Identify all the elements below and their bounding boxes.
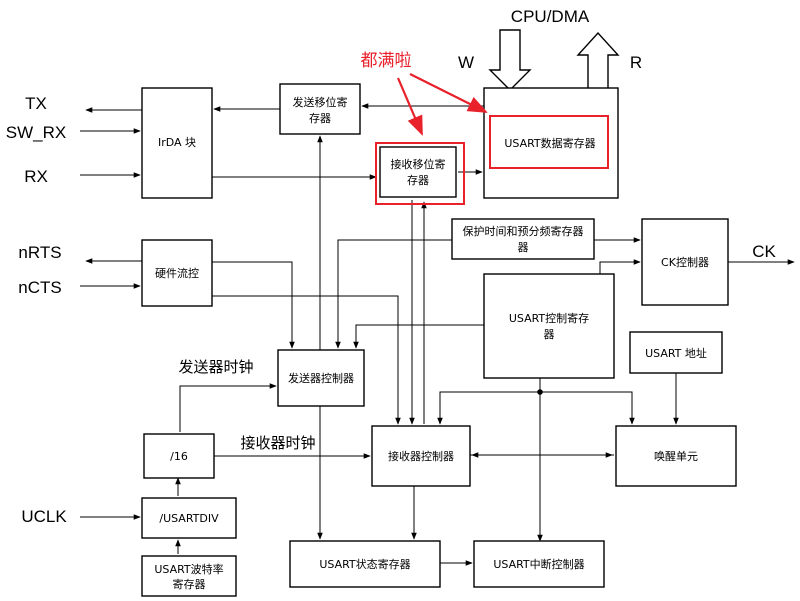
tx-shift-label-1: 发送移位寄	[293, 95, 348, 109]
tx-controller-label: 发送器控制器	[288, 371, 354, 385]
rx-clock-label: 接收器时钟	[240, 434, 315, 452]
ck-label: CK	[752, 242, 776, 261]
cpu-dma-label: CPU/DMA	[511, 7, 590, 26]
ck-controller: CK控制器	[641, 218, 729, 306]
wakeup-label: 唤醒单元	[654, 449, 698, 463]
nrts-label: nRTS	[18, 243, 61, 262]
status-register-label: USART状态寄存器	[319, 557, 410, 571]
data-register-label: USART数据寄存器	[504, 136, 595, 150]
ctrl-reg-label-1: USART控制寄存	[509, 311, 589, 325]
usart-status-register: USART状态寄存器	[289, 540, 441, 588]
usart-interrupt-controller: USART中断控制器	[473, 540, 605, 588]
rx-controller-label: 接收器控制器	[388, 449, 454, 463]
usart-control-register: USART控制寄存 器	[483, 273, 615, 379]
irq-controller-label: USART中断控制器	[493, 557, 584, 571]
hw-flow-label: 硬件流控	[155, 266, 199, 280]
full-annotation-label: 都满啦	[361, 51, 412, 71]
write-label: W	[458, 53, 474, 72]
irda-block: IrDA 块	[141, 87, 213, 199]
tx-shift-register: 发送移位寄 存器	[279, 83, 361, 135]
guard-label-1: 保护时间和预分频寄存器	[463, 224, 584, 238]
usart-data-register: USART数据寄存器	[483, 87, 619, 199]
div16-label: /16	[170, 450, 188, 463]
ncts-label: nCTS	[18, 278, 61, 297]
write-arrow	[488, 29, 532, 91]
rx-controller: 接收器控制器	[371, 425, 471, 487]
tx-controller: 发送器控制器	[277, 349, 365, 407]
full-annotation: 都满啦	[361, 51, 609, 205]
rx-label: RX	[24, 167, 48, 186]
usart-address-label: USART 地址	[645, 346, 707, 360]
read-label: R	[630, 53, 642, 72]
usartdiv-block: /USARTDIV	[141, 497, 237, 539]
tx-label: TX	[25, 94, 47, 113]
uclk-label: UCLK	[21, 507, 67, 526]
guard-prescaler-register: 保护时间和预分频寄存器 器	[451, 218, 595, 260]
ck-controller-label: CK控制器	[661, 255, 709, 269]
hardware-flow-control: 硬件流控	[141, 239, 213, 307]
wakeup-unit: 唤醒单元	[615, 425, 737, 487]
tx-clock-label: 发送器时钟	[178, 358, 253, 376]
baud-label-1: USART波特率	[154, 562, 223, 576]
divide-by-16: /16	[143, 433, 215, 479]
rx-shift-label-2: 存器	[407, 173, 429, 187]
baud-rate-register: USART波特率 寄存器	[141, 555, 237, 597]
baud-label-2: 寄存器	[173, 577, 206, 591]
irda-block-label: IrDA 块	[158, 136, 196, 149]
rx-shift-register: 接收移位寄 存器	[379, 146, 457, 198]
usartdiv-label: /USARTDIV	[159, 512, 219, 525]
read-arrow	[576, 31, 620, 91]
usart-address: USART 地址	[629, 331, 723, 374]
rx-shift-label-1: 接收移位寄	[391, 157, 446, 171]
guard-label-2: 器	[518, 241, 529, 254]
tx-shift-label-2: 存器	[309, 111, 331, 125]
signal-wires	[80, 103, 795, 566]
ctrl-reg-label-2: 器	[544, 328, 555, 341]
sw-rx-label: SW_RX	[6, 123, 66, 142]
